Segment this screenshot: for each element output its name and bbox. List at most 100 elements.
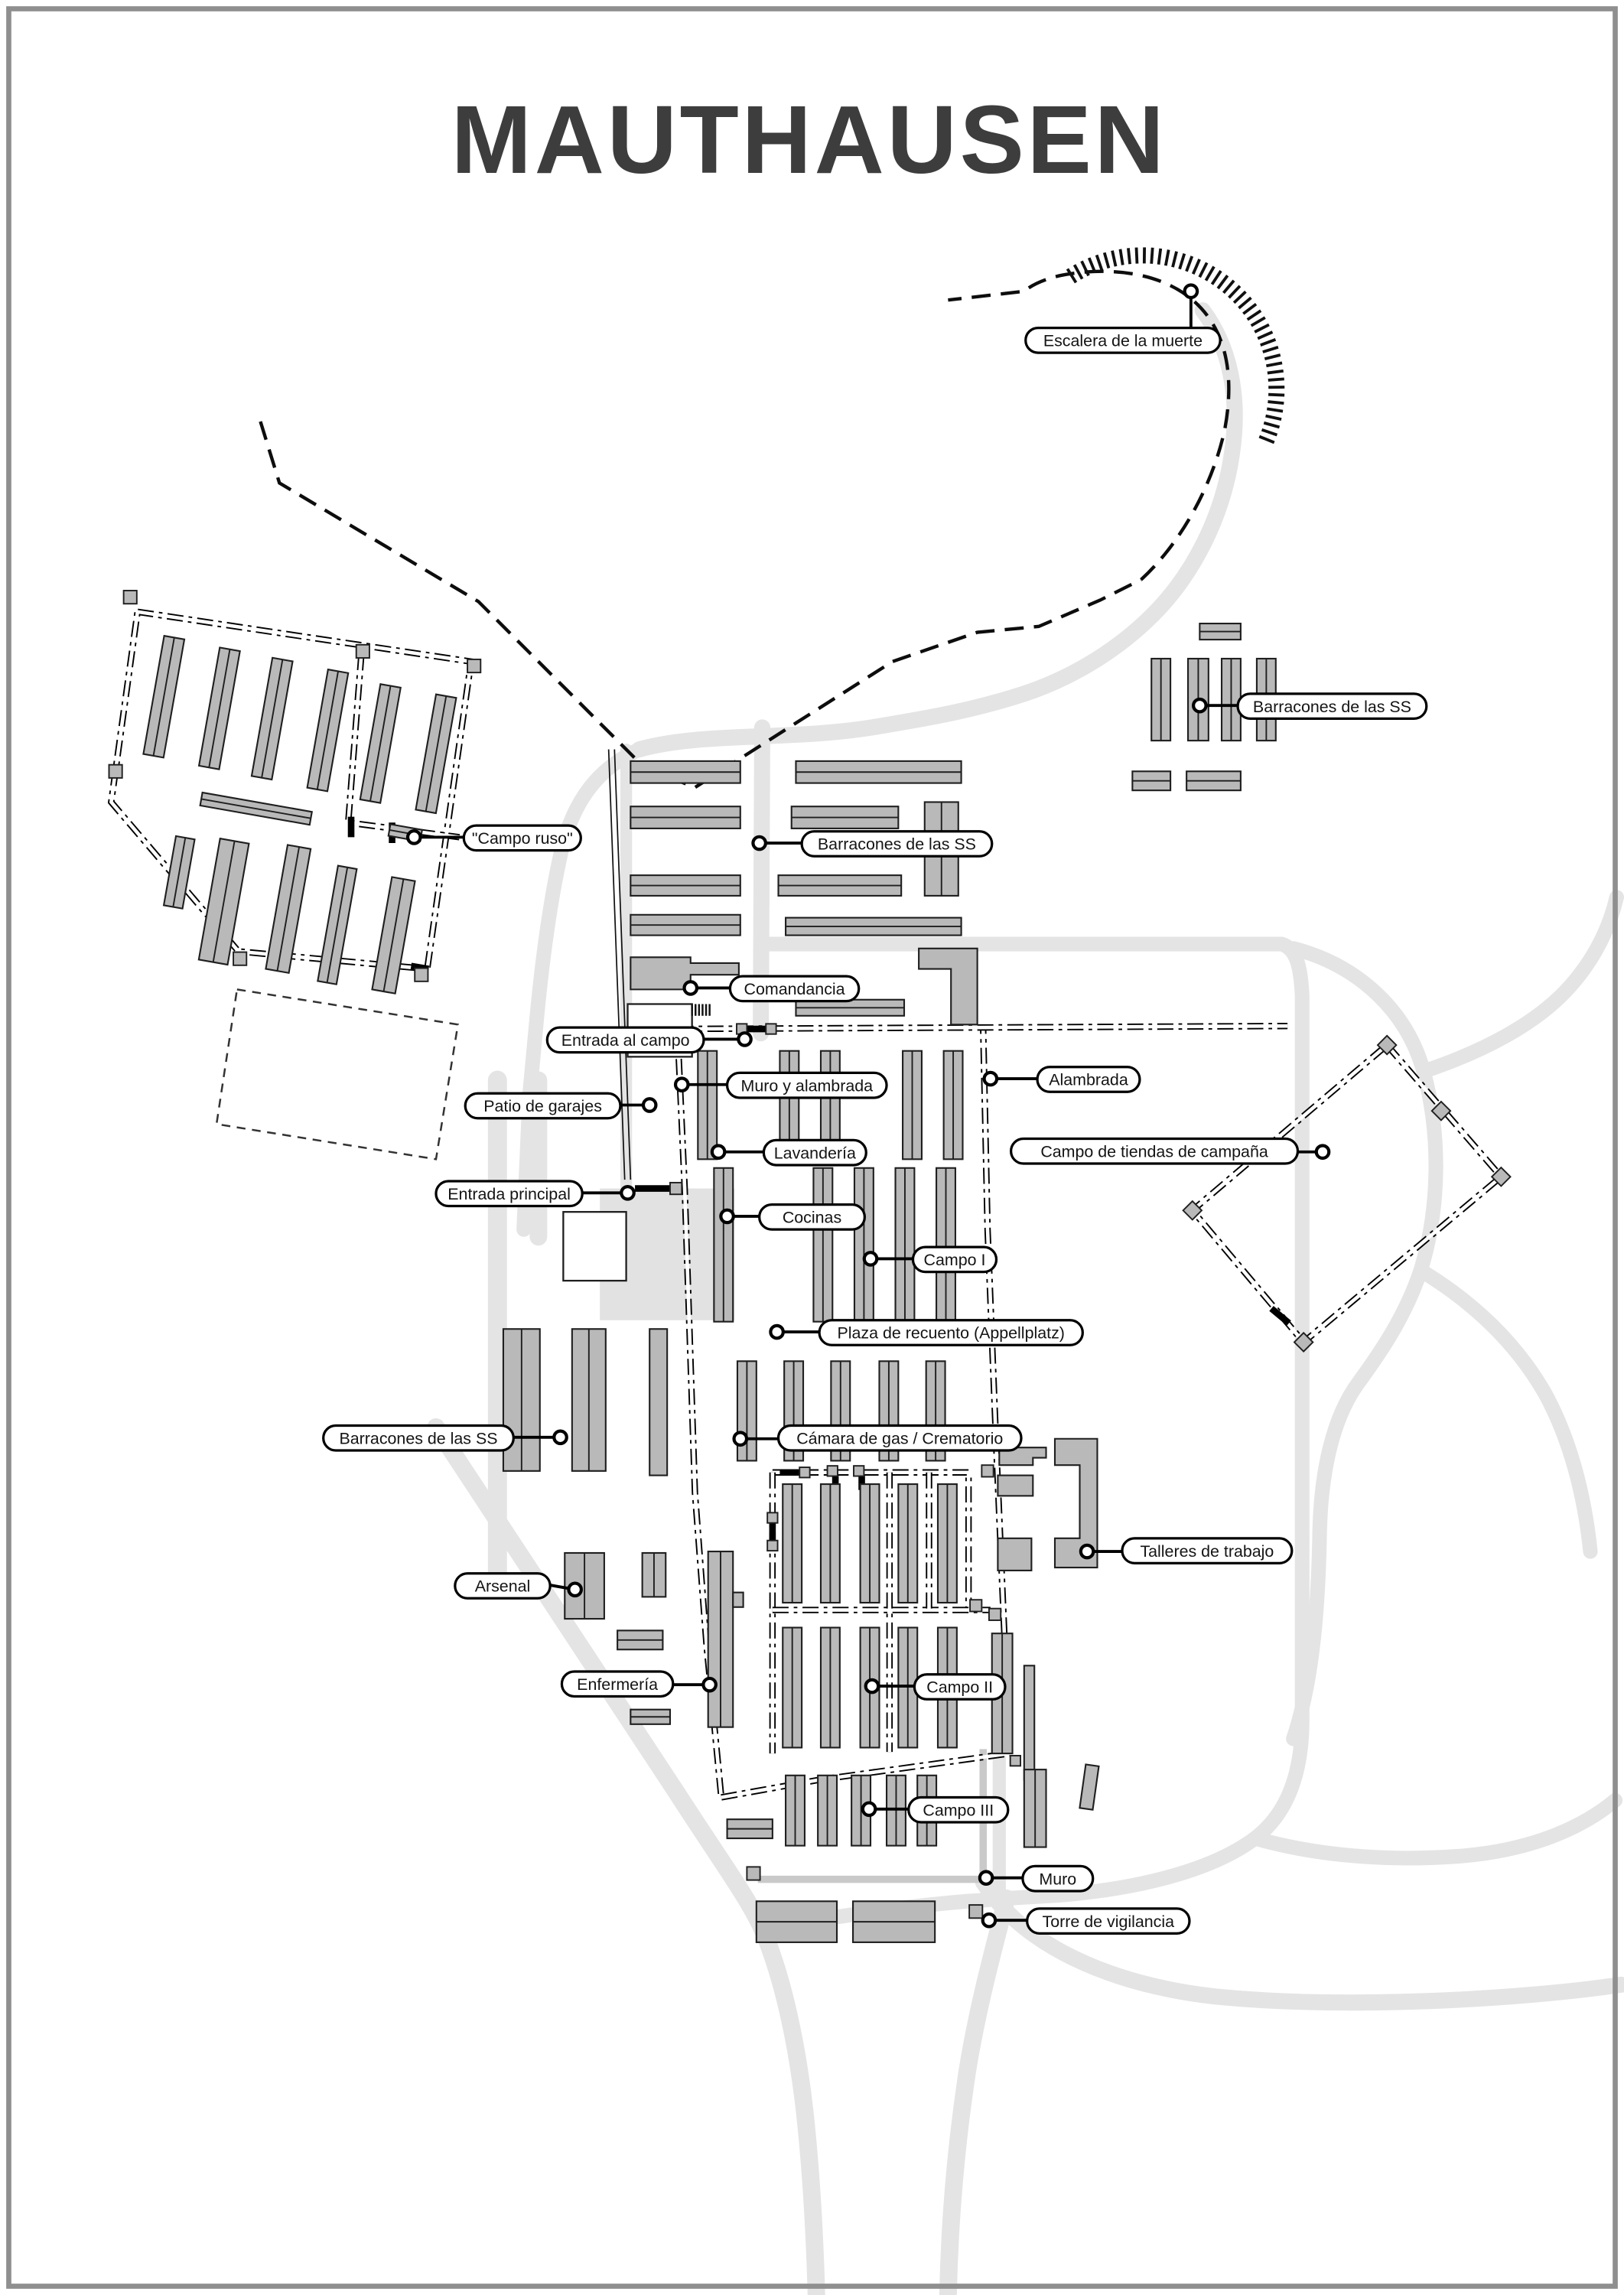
watchtower-square [981, 1464, 994, 1478]
building [997, 1474, 1034, 1497]
stairs-tick-icon [1267, 369, 1284, 375]
label-dot-talleres-de-trabajo [1079, 1543, 1095, 1560]
stairs-tick-icon [1191, 259, 1201, 275]
building [197, 837, 250, 966]
stairs-tick-icon [1246, 309, 1262, 321]
stairs-tick-icon [1238, 296, 1252, 310]
stairs-tick-icon [1127, 248, 1131, 265]
building [817, 1774, 838, 1847]
label-dot-torre-de-vigilancia [981, 1912, 998, 1929]
label-pill-muro [1021, 1864, 1095, 1893]
label-dot-muro [978, 1870, 994, 1886]
label-text-barracones-ss-oeste: Barracones de las SS [340, 1429, 498, 1447]
watchtower-square [746, 1866, 761, 1881]
label-pill-muro-y-alambrada [725, 1071, 888, 1099]
building-rect [649, 1328, 669, 1476]
stairs-tick-icon [1066, 268, 1078, 284]
label-dot-entrada-principal [620, 1184, 636, 1201]
building-rect [997, 1474, 1034, 1497]
building-divider [200, 798, 311, 819]
building [1131, 770, 1172, 792]
stairs-tick-icon [1157, 248, 1163, 265]
label-dot-campo-iii [861, 1801, 877, 1818]
watchtower-square [108, 763, 123, 779]
label-text-entrada-principal: Entrada principal [447, 1185, 571, 1203]
building [359, 683, 402, 804]
building [317, 864, 358, 985]
building-rect [732, 1591, 744, 1608]
label-text-arsenal: Arsenal [475, 1577, 531, 1596]
label-dot-barracones-ss-noreste [1192, 697, 1208, 714]
stairs-tick-icon [1210, 270, 1222, 285]
stairs-tick-icon [1232, 290, 1247, 304]
road [754, 936, 1310, 1906]
stairs-tick-icon [1150, 247, 1154, 264]
building [853, 1167, 874, 1323]
building-divider [261, 659, 284, 778]
building [852, 1900, 936, 1943]
building [630, 806, 741, 829]
stairs-tick-icon [1242, 302, 1258, 315]
building [859, 1483, 880, 1604]
building [782, 1483, 803, 1604]
label-text-muro-y-alambrada: Muro y alambrada [741, 1076, 874, 1095]
watchtower-square [414, 967, 429, 982]
label-pill-plaza-de-recuento [818, 1319, 1084, 1346]
label-dot-alambrada [982, 1070, 999, 1087]
stairs-tick-icon [1262, 345, 1279, 353]
watchtower-square [467, 658, 482, 674]
label-pill-barracones-ss-oeste [322, 1424, 515, 1452]
label-dot-escalera-de-la-muerte [1183, 283, 1199, 300]
building [265, 844, 312, 975]
building-divider [276, 846, 301, 972]
building-divider [369, 685, 392, 802]
label-dot-plaza-de-recuento [769, 1323, 785, 1340]
label-dot-barracones-ss-oeste [552, 1429, 568, 1446]
label-pill-patio-de-garajes [464, 1092, 622, 1120]
label-dot-cocinas [719, 1208, 735, 1225]
label-pill-barracones-ss-centro [800, 830, 994, 858]
road [1248, 1792, 1623, 1866]
label-pill-campo-de-tiendas [1009, 1137, 1300, 1165]
label-pill-enfermeria [560, 1670, 675, 1698]
watchtower-square [1430, 1100, 1452, 1121]
road [427, 1418, 825, 2295]
building [641, 1551, 667, 1598]
building [755, 1900, 838, 1943]
building [630, 913, 741, 936]
label-pill-entrada-principal [434, 1180, 584, 1208]
stairs-tick-icon [1198, 262, 1209, 278]
building [571, 1328, 607, 1472]
building [1199, 622, 1242, 641]
stairs-tick-icon [1268, 400, 1284, 405]
building [371, 876, 416, 994]
watchtower-square [968, 1904, 984, 1919]
label-pill-campo-i [911, 1245, 998, 1274]
watchtower-square [799, 1467, 811, 1479]
talleres-building [1053, 1437, 1098, 1569]
stairs-tick-icon [1118, 249, 1124, 265]
label-text-campo-iii: Campo III [923, 1801, 994, 1819]
building [197, 646, 241, 770]
label-pill-lavanderia [762, 1138, 867, 1167]
building-rect [1079, 1763, 1100, 1811]
building [415, 693, 457, 815]
label-pill-camara-de-gas [776, 1424, 1023, 1452]
page-title: MAUTHAUSEN [451, 86, 1167, 194]
label-pill-talleres-de-trabajo [1121, 1537, 1294, 1564]
building [795, 760, 962, 784]
stairs-tick-icon [1111, 250, 1118, 267]
label-text-plaza-de-recuento: Plaza de recuento (Appellplatz) [837, 1324, 1064, 1343]
label-text-escalera-de-la-muerte: Escalera de la muerte [1043, 331, 1203, 350]
label-pill-barracones-ss-noreste [1236, 692, 1428, 721]
watchtower-square [826, 1465, 838, 1477]
label-text-patio-de-garajes: Patio de garajes [483, 1097, 602, 1115]
stepped-bar-east [998, 1447, 1047, 1467]
stepped-building-east [918, 947, 978, 1026]
label-dot-campo-ii [864, 1678, 880, 1694]
stairs-tick-icon [1266, 361, 1283, 368]
stairs-tick-icon [1185, 256, 1194, 272]
label-text-campo-de-tiendas: Campo de tiendas de campaña [1040, 1142, 1268, 1161]
